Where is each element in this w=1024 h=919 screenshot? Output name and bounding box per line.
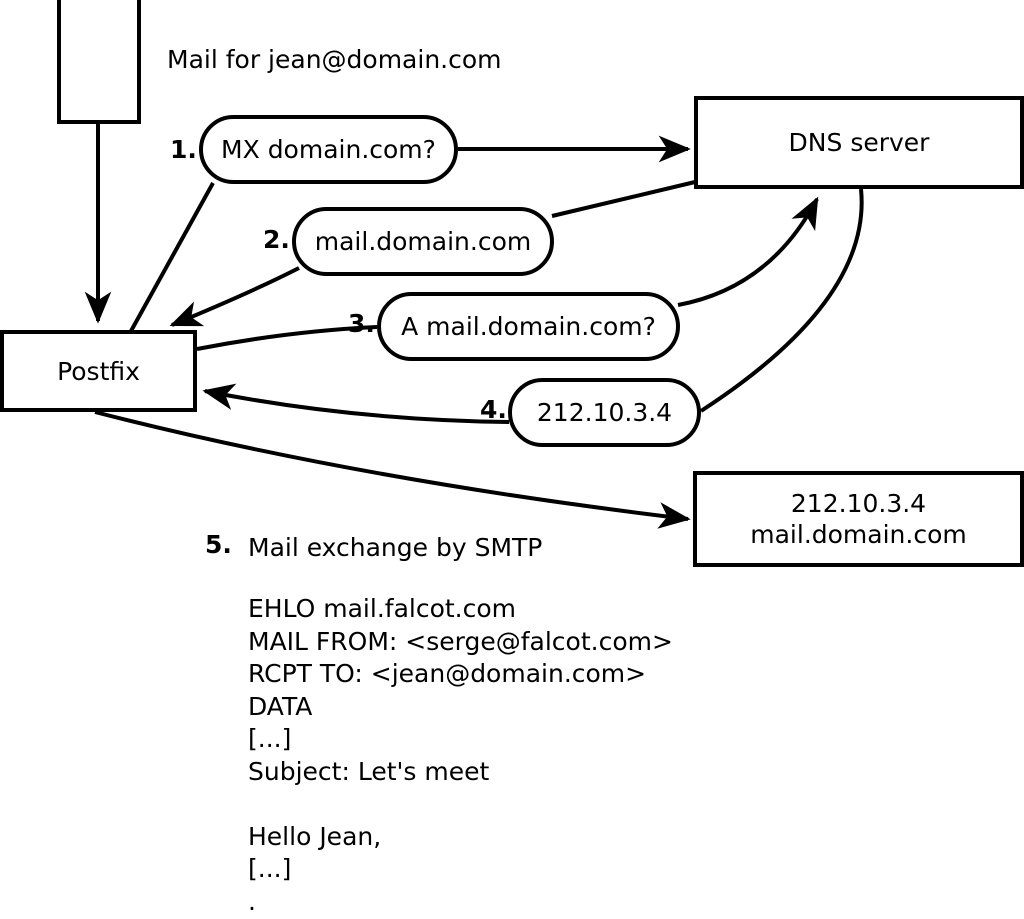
edge-bubble3-to-dns [677,196,819,307]
target-mail-server-box[interactable]: 212.10.3.4 mail.domain.com [693,471,1024,567]
target-mail-server-ip: 212.10.3.4 [790,489,927,518]
edge-dns-to-bubble4 [699,188,864,413]
smtp-transcript-line: . [248,886,256,916]
message-bubble-a-answer[interactable]: 212.10.3.4 [508,378,701,447]
dns-server-box[interactable]: DNS server [694,96,1024,189]
message-bubble-mx-query-text: MX domain.com? [221,134,436,164]
message-bubble-a-query-text: A mail.domain.com? [401,311,656,341]
edge-dns-to-bubble2 [551,180,696,218]
message-bubble-a-answer-text: 212.10.3.4 [536,397,673,427]
step-number-1: 1. [170,135,197,164]
smtp-transcript-line: DATA [248,691,313,721]
edge-postfix-to-target [94,410,691,529]
message-bubble-mx-query[interactable]: MX domain.com? [199,115,458,184]
edge-bubble4-to-postfix [202,383,510,424]
incoming-mail-label: Mail for jean@domain.com [167,45,502,74]
message-bubble-mx-answer[interactable]: mail.domain.com [292,207,554,276]
postfix-server-label: Postfix [57,356,140,386]
step-number-2: 2. [263,225,290,254]
smtp-transcript-blank-line [248,788,673,821]
step-number-5: 5. [205,530,232,559]
dns-server-label: DNS server [788,128,930,157]
smtp-transcript-line: EHLO mail.falcot.com [248,594,517,623]
message-bubble-a-query[interactable]: A mail.domain.com? [377,292,680,361]
sender-mail-server-box[interactable] [57,0,141,124]
edge-bubble2-to-postfix [169,266,300,327]
edge-bubble1-tail [129,182,215,332]
postfix-server-box[interactable]: Postfix [0,330,197,412]
smtp-transcript-line: [...] [248,854,292,883]
message-bubble-mx-answer-text: mail.domain.com [314,226,532,256]
edge-postfix-to-bubble3 [196,325,378,351]
smtp-transcript-line: Hello Jean, [248,821,382,851]
target-mail-server-hostname: mail.domain.com [750,520,967,549]
step-5-label: Mail exchange by SMTP [248,533,543,562]
smtp-transcript-line: MAIL FROM: <serge@falcot.com> [248,626,673,656]
smtp-transcript-line: RCPT TO: <jean@domain.com> [248,659,647,688]
step-number-4: 4. [480,395,507,424]
smtp-transcript: EHLO mail.falcot.com MAIL FROM: <serge@f… [248,593,673,918]
smtp-transcript-line: Subject: Let's meet [248,756,490,786]
step-number-3: 3. [348,309,375,338]
smtp-transcript-line: [...] [248,724,292,753]
